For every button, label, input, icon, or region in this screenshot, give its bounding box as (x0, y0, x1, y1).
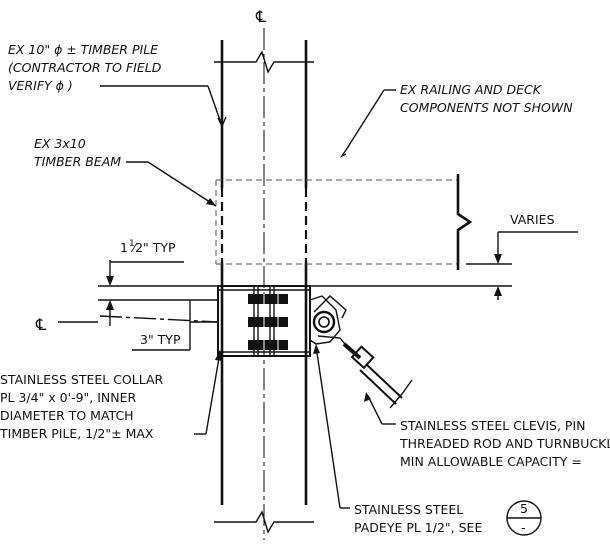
svg-text:STAINLESS STEEL COLLAR: STAINLESS STEEL COLLAR (0, 372, 164, 387)
svg-text:STAINLESS STEEL CLEVIS, PIN: STAINLESS STEEL CLEVIS, PIN (400, 418, 585, 433)
svg-text:EX 10" ɸ ± TIMBER PILE: EX 10" ɸ ± TIMBER PILE (8, 42, 158, 57)
timber-pile (214, 40, 314, 534)
svg-text:TIMBER PILE, 1/2"± MAX: TIMBER PILE, 1/2"± MAX (0, 426, 154, 441)
svg-text:EX 3x10: EX 3x10 (34, 136, 86, 151)
svg-text:MIN ALLOWABLE CAPACITY =: MIN ALLOWABLE CAPACITY = (400, 454, 582, 469)
centerline-symbol-top: ℄ (255, 7, 267, 26)
padeye-clevis-assembly (309, 295, 413, 409)
svg-text:STAINLESS STEEL: STAINLESS STEEL (354, 502, 463, 517)
svg-text:EX RAILING AND DECK: EX RAILING AND DECK (400, 82, 543, 97)
svg-text:DIAMETER TO MATCH: DIAMETER TO MATCH (0, 408, 134, 423)
detail-number: 5 (520, 501, 528, 516)
svg-text:THREADED ROD AND TURNBUCKLE: THREADED ROD AND TURNBUCKLE (399, 436, 610, 451)
typ-1-1-2-label-whole: 1 (120, 240, 128, 255)
svg-text:PADEYE PL 1/2", SEE: PADEYE PL 1/2", SEE (354, 520, 482, 535)
typ-1-1-2-label-num: 1 (129, 239, 135, 249)
timber-beam (215, 174, 473, 270)
varies-dimension: VARIES (494, 212, 578, 300)
collar-bolts (248, 294, 288, 350)
varies-label: VARIES (510, 212, 555, 227)
left-dimensions: 1 1 ⁄2" TYP 3" TYP ℄ (35, 239, 219, 351)
pile-break-top (214, 50, 314, 74)
typ-1-1-2-label-rest: ⁄2" TYP (130, 240, 176, 255)
beam-callout: EX 3x10 TIMBER BEAM (34, 136, 217, 207)
steel-collar (217, 285, 311, 357)
collar-callout: STAINLESS STEEL COLLAR PL 3/4" x 0'-9", … (0, 350, 223, 441)
detail-reference-bubble[interactable]: 5 - (506, 500, 542, 536)
centerline-symbol-left: ℄ (35, 315, 47, 334)
pile-break-bottom (214, 510, 314, 534)
clevis-callout: STAINLESS STEEL CLEVIS, PIN THREADED ROD… (364, 392, 610, 469)
beam-break (456, 174, 473, 270)
svg-text:TIMBER BEAM: TIMBER BEAM (34, 154, 121, 169)
typ-3in-label: 3" TYP (140, 332, 181, 347)
railing-callout: EX RAILING AND DECK COMPONENTS NOT SHOWN (339, 82, 573, 158)
padeye-callout: STAINLESS STEEL PADEYE PL 1/2", SEE (313, 344, 482, 535)
svg-text:(CONTRACTOR TO FIELD: (CONTRACTOR TO FIELD (8, 60, 162, 75)
pile-callout: EX 10" ɸ ± TIMBER PILE (CONTRACTOR TO FI… (8, 42, 227, 127)
svg-text:VERIFY ɸ ): VERIFY ɸ ) (8, 78, 73, 93)
svg-text:COMPONENTS NOT SHOWN: COMPONENTS NOT SHOWN (400, 100, 573, 115)
detail-sheet: - (521, 520, 526, 535)
svg-text:PL 3/4" x 0'-9", INNER: PL 3/4" x 0'-9", INNER (0, 390, 137, 405)
